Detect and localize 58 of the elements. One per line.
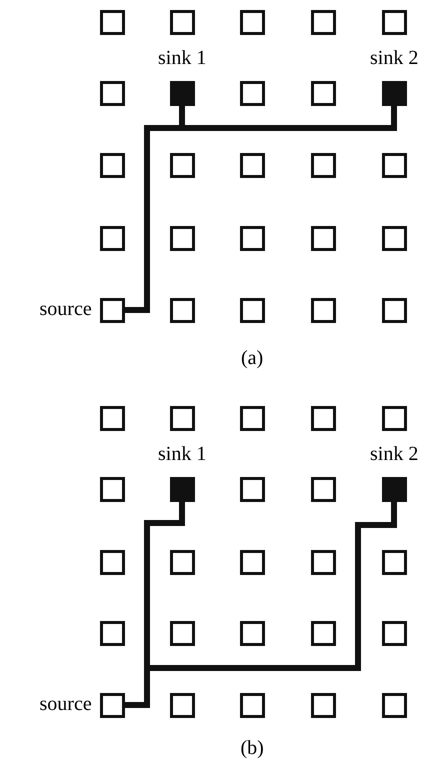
grid-square [100,10,124,34]
filled-square [382,80,406,106]
grid-square [100,620,124,646]
panel-caption: (b) [240,737,264,759]
grid-square [310,226,336,250]
filled-square [170,80,194,106]
grid-square [240,406,264,430]
grid-square [240,620,264,646]
grid-square [170,298,194,322]
grid-square [310,476,336,502]
grid-square [382,298,406,322]
grid-square [170,692,194,718]
sink-label: sink 2 [370,442,418,464]
source-label: source [40,693,92,715]
sink-label: sink 1 [158,442,206,464]
grid-square [100,152,124,178]
grid-square [170,620,194,646]
sink-label: sink 1 [158,46,206,68]
grid-square [382,152,406,178]
filled-square [382,476,406,502]
grid-square [240,692,264,718]
grid-square [310,692,336,718]
grid-square [240,10,264,34]
grid-square [382,10,406,34]
grid-square [382,550,406,574]
grid-square [240,298,264,322]
grid-square [240,152,264,178]
grid-square [240,80,264,106]
grid-square [310,80,336,106]
grid-square [100,80,124,106]
panel-caption: (a) [241,347,264,369]
grid-square [382,620,406,646]
grid-square [310,298,336,322]
grid-square [170,226,194,250]
grid-square [382,226,406,250]
grid-square [382,692,406,718]
sink-label: sink 2 [370,46,418,68]
grid-square [382,406,406,430]
grid-square [240,550,264,574]
grid-square [100,692,124,718]
grid-square [100,406,124,430]
grid-square [240,476,264,502]
grid-square [170,406,194,430]
grid-square [310,550,336,574]
grid-square [310,10,336,34]
grid-square [310,152,336,178]
grid-square [170,10,194,34]
grid-square [170,152,194,178]
grid-square [310,620,336,646]
grid-square [100,298,124,322]
grid-square [310,406,336,430]
grid-square [240,226,264,250]
grid-square [100,226,124,250]
grid-square [170,550,194,574]
filled-square [170,476,194,502]
grid-square [100,476,124,502]
grid-square [100,550,124,574]
source-label: source [40,298,92,320]
